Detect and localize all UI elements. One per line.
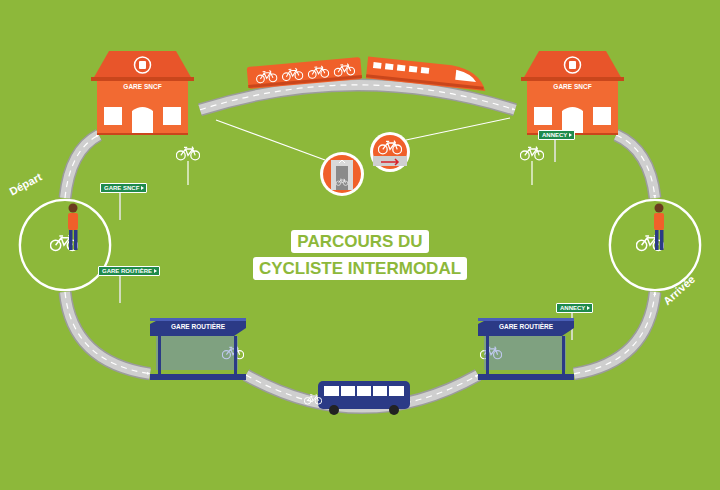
station-name: GARE ROUTIÈRE xyxy=(480,323,572,330)
road-surface xyxy=(616,135,655,198)
road-line xyxy=(65,135,99,198)
station-name: GARE SNCF xyxy=(553,83,593,90)
road-sign: GARE ROUTIÈRE xyxy=(98,266,160,276)
road-connector xyxy=(65,292,150,374)
road-line xyxy=(65,292,150,374)
road-surface xyxy=(65,135,99,198)
road-edge xyxy=(65,135,99,198)
bus-shelter: GARE ROUTIÈRE xyxy=(150,318,246,380)
title-text: PARCOURS DU CYCLISTE INTERMODAL xyxy=(253,230,467,280)
stop-circle: Arrivée xyxy=(608,198,702,292)
station-name: GARE SNCF xyxy=(123,83,163,90)
lift-callout xyxy=(216,118,510,196)
circle-shape xyxy=(18,198,112,292)
stop-label: Départ xyxy=(7,171,43,198)
road-edge xyxy=(65,292,150,374)
bus xyxy=(304,381,410,415)
cyclist-depart xyxy=(50,204,78,251)
road-sign: GARE SNCF xyxy=(100,183,147,193)
train-station: GARE SNCF xyxy=(85,45,200,135)
stop-circle: Départ xyxy=(18,198,112,292)
bus-shelter: GARE ROUTIÈRE xyxy=(478,318,574,380)
train-station: GARE SNCF xyxy=(515,45,630,135)
road-connector xyxy=(65,135,99,198)
road-edge xyxy=(616,135,655,198)
stop-label: Arrivée xyxy=(661,273,697,307)
road-sign: ANNECY xyxy=(556,303,593,313)
road-sign: ANNECY xyxy=(538,130,575,140)
road-connector xyxy=(616,135,655,198)
station-name: GARE ROUTIÈRE xyxy=(152,323,244,330)
road-surface xyxy=(65,292,150,374)
road-line xyxy=(616,135,655,198)
cyclist-arrivee xyxy=(636,204,664,251)
train xyxy=(247,56,488,90)
sign-posts xyxy=(120,137,572,340)
title-box: PARCOURS DU CYCLISTE INTERMODAL xyxy=(220,228,500,282)
